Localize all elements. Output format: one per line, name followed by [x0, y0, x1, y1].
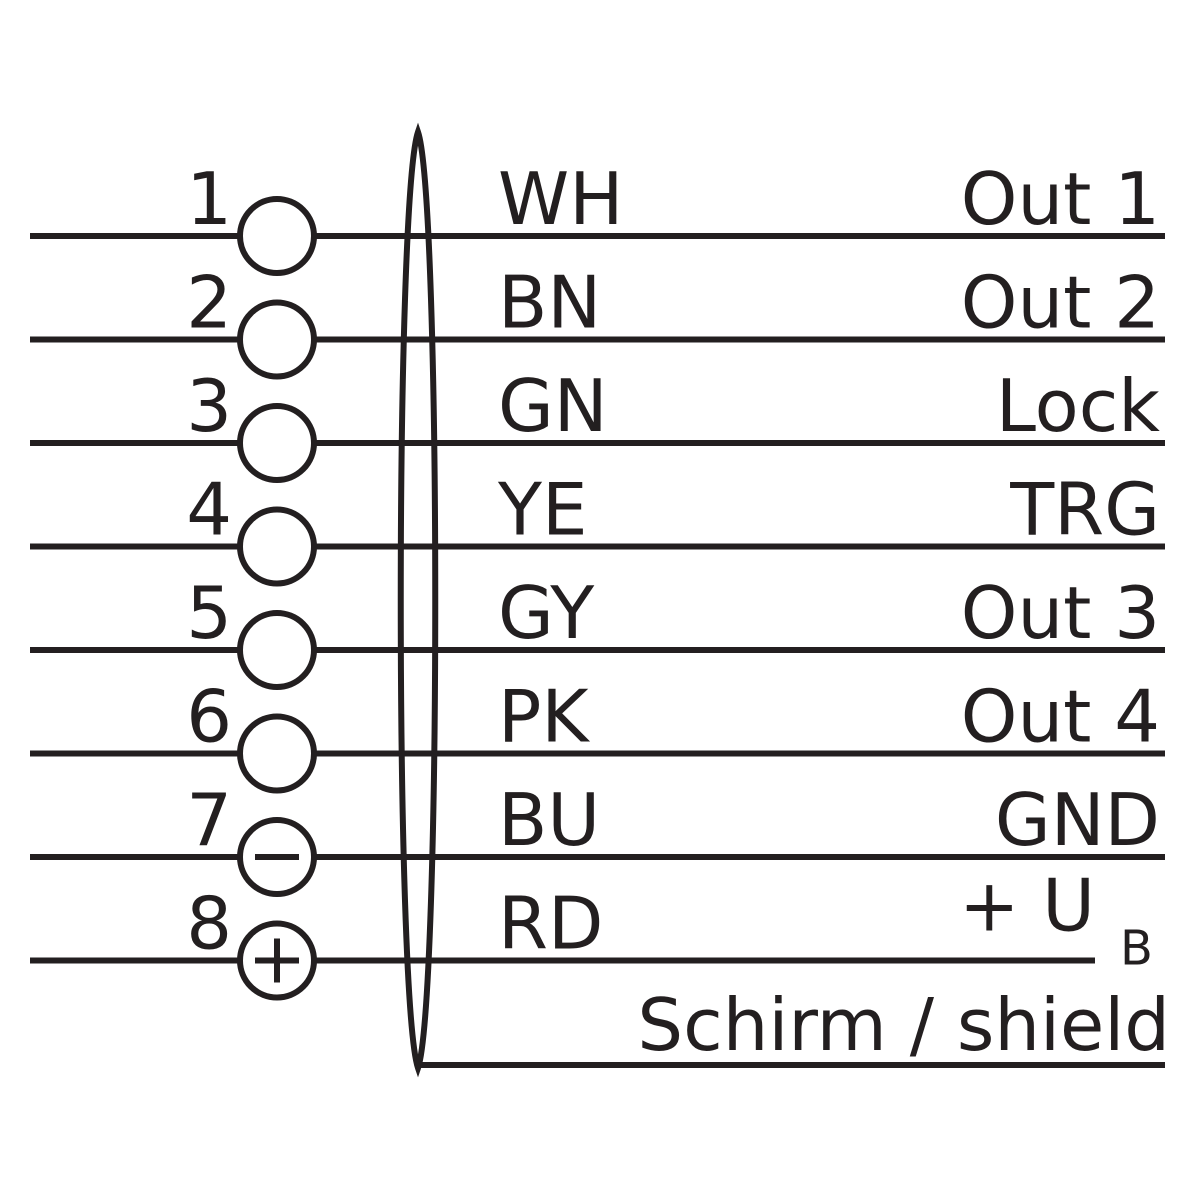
pin-4-color: YE [497, 468, 587, 552]
pin-3-color: GN [498, 364, 608, 448]
pin-8-number: 8 [186, 882, 232, 966]
shield-loop [397, 122, 439, 1078]
pin-1-number: 1 [186, 157, 232, 241]
pin-5-contact [237, 610, 317, 690]
pin-2-number: 2 [186, 261, 232, 345]
pin-7-color: BU [498, 778, 600, 862]
pin-1-color: WH [498, 157, 623, 241]
pin-row-7: 7 BU GND [30, 778, 1165, 897]
pin-7-signal: GND [995, 778, 1160, 862]
pin-4-contact [237, 506, 317, 587]
pin-row-6: 6 PK Out 4 [30, 675, 1165, 794]
pin-2-signal: Out 2 [961, 261, 1160, 345]
pin-8-signal-sub: B [1120, 921, 1153, 977]
pin-8-color: RD [498, 882, 603, 966]
pin-3-contact [237, 403, 317, 483]
pin-row-1: 1 WH Out 1 [30, 157, 1165, 276]
pin-1-contact [237, 196, 317, 276]
pin-6-color: PK [498, 675, 590, 759]
pin-2-color: BN [498, 261, 601, 345]
pin-1-signal: Out 1 [961, 157, 1160, 241]
pin-row-5: 5 GY Out 3 [30, 571, 1165, 690]
pin-6-number: 6 [186, 675, 232, 759]
pin-row-4: 4 YE TRG [30, 468, 1165, 587]
pin-7-number: 7 [186, 778, 232, 862]
pin-3-number: 3 [186, 364, 232, 448]
shield-label: Schirm / shield [637, 983, 1170, 1067]
pin-5-color: GY [498, 571, 595, 655]
pin-5-number: 5 [186, 571, 232, 655]
pin-3-signal: Lock [996, 364, 1160, 448]
pin-2-contact [237, 299, 317, 380]
pin-6-signal: Out 4 [961, 675, 1160, 759]
pin-row-2: 2 BN Out 2 [30, 261, 1165, 380]
pin-6-contact [237, 713, 317, 794]
pin-row-3: 3 GN Lock [30, 364, 1165, 483]
pin-row-8: 8 RD + U B [30, 864, 1153, 1001]
pin-4-signal: TRG [1009, 468, 1160, 552]
pin-5-signal: Out 3 [961, 571, 1160, 655]
pin-4-number: 4 [186, 468, 232, 552]
pin-8-signal: + U [959, 864, 1095, 948]
